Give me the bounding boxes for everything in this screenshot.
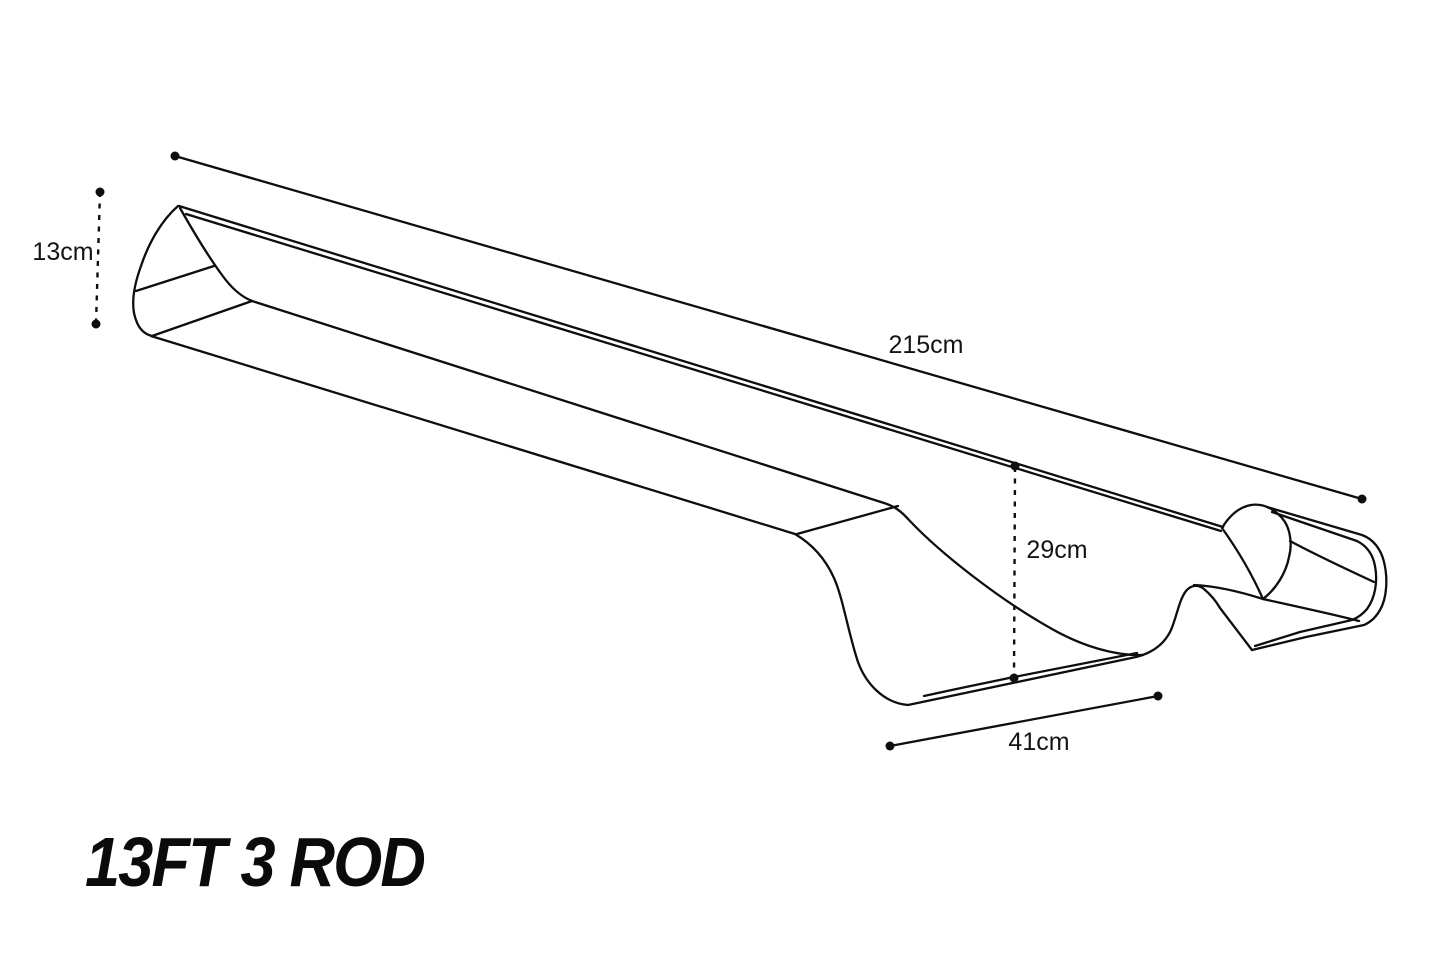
dimension-dot (95, 187, 105, 197)
dimension-dot (1357, 494, 1367, 504)
dimension-overall-length: 215cm (170, 151, 1367, 504)
dimension-base-height-label: 29cm (1026, 536, 1087, 564)
right-cap-face (1220, 503, 1292, 601)
right-end-inner-shell (1253, 510, 1378, 648)
dimension-base-length-label: 41cm (1008, 728, 1069, 756)
dimension-dot (1009, 673, 1019, 683)
dimension-base-length-line (888, 694, 1160, 748)
page-title: 13FT 3 ROD (85, 824, 425, 902)
dimension-end-height-label: 13cm (32, 238, 93, 266)
front-bottom-edge (250, 299, 1145, 657)
dimension-dot (885, 741, 895, 751)
hump-crease (1192, 583, 1265, 601)
dimension-overall-length-label: 215cm (888, 331, 963, 359)
saddle-inner-line (922, 651, 1139, 698)
dimension-end-height-line (94, 191, 102, 325)
dimension-base-height-line (1012, 466, 1017, 678)
dimension-base-length: 41cm (885, 691, 1163, 756)
right-end-lower-crease (1261, 597, 1361, 623)
left-cap-silhouette (132, 204, 180, 338)
left-cap-crease-lower (150, 299, 254, 338)
rod-case-drawing (132, 204, 1388, 707)
dip-start-crease (795, 504, 900, 536)
dimension-dot (1153, 691, 1163, 701)
dimension-dot (170, 151, 180, 161)
left-cap-fold-curve (178, 206, 254, 303)
bottom-silhouette-saddle (149, 334, 1254, 707)
right-end-mid-crease (1288, 539, 1376, 584)
dimension-dot (91, 319, 101, 329)
ridge-line-outer (177, 204, 1225, 529)
left-cap-crease-upper (134, 264, 216, 293)
dimension-base-height: 29cm (1009, 461, 1088, 683)
ridge-line-seam (184, 212, 1223, 533)
dimension-overall-length-line (173, 154, 1364, 501)
dimension-end-height: 13cm (32, 187, 105, 329)
right-end-outer-shell (1250, 505, 1388, 652)
dimension-dot (1010, 461, 1020, 471)
